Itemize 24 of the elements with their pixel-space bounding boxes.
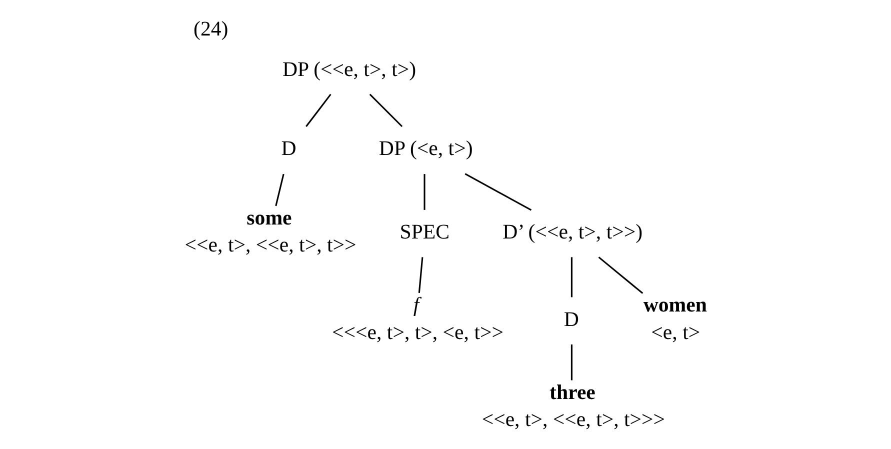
node-text: f <box>412 292 419 317</box>
connector <box>368 94 402 128</box>
node-label: <<e, t>, <<e, t>, t>>> <box>481 407 665 432</box>
connector <box>570 344 572 380</box>
node-text: D’ (<<e, t>, t>>) <box>502 220 642 244</box>
connector <box>598 256 643 294</box>
node-label: <<<e, t>, t>, <e, t>> <box>332 320 503 344</box>
diagram-title: (24) <box>193 16 228 40</box>
node-text: three <box>549 380 595 404</box>
node-label: <<e, t>, <<e, t>, t>> <box>184 232 356 257</box>
node-text: women <box>642 292 706 317</box>
connector <box>305 94 331 127</box>
node-text: D <box>563 306 578 331</box>
node-label: <e, t> <box>650 320 700 344</box>
node-text: DP (<<e, t>, t>) <box>282 56 416 81</box>
connector <box>570 257 572 298</box>
connector <box>464 173 532 211</box>
node-text: some <box>246 205 292 230</box>
node-text: SPEC <box>399 220 450 244</box>
node-text: D <box>280 136 296 160</box>
connector <box>274 174 284 206</box>
node-text: DP (<e, t>) <box>378 136 472 160</box>
connector <box>418 257 423 294</box>
connector <box>423 174 425 210</box>
